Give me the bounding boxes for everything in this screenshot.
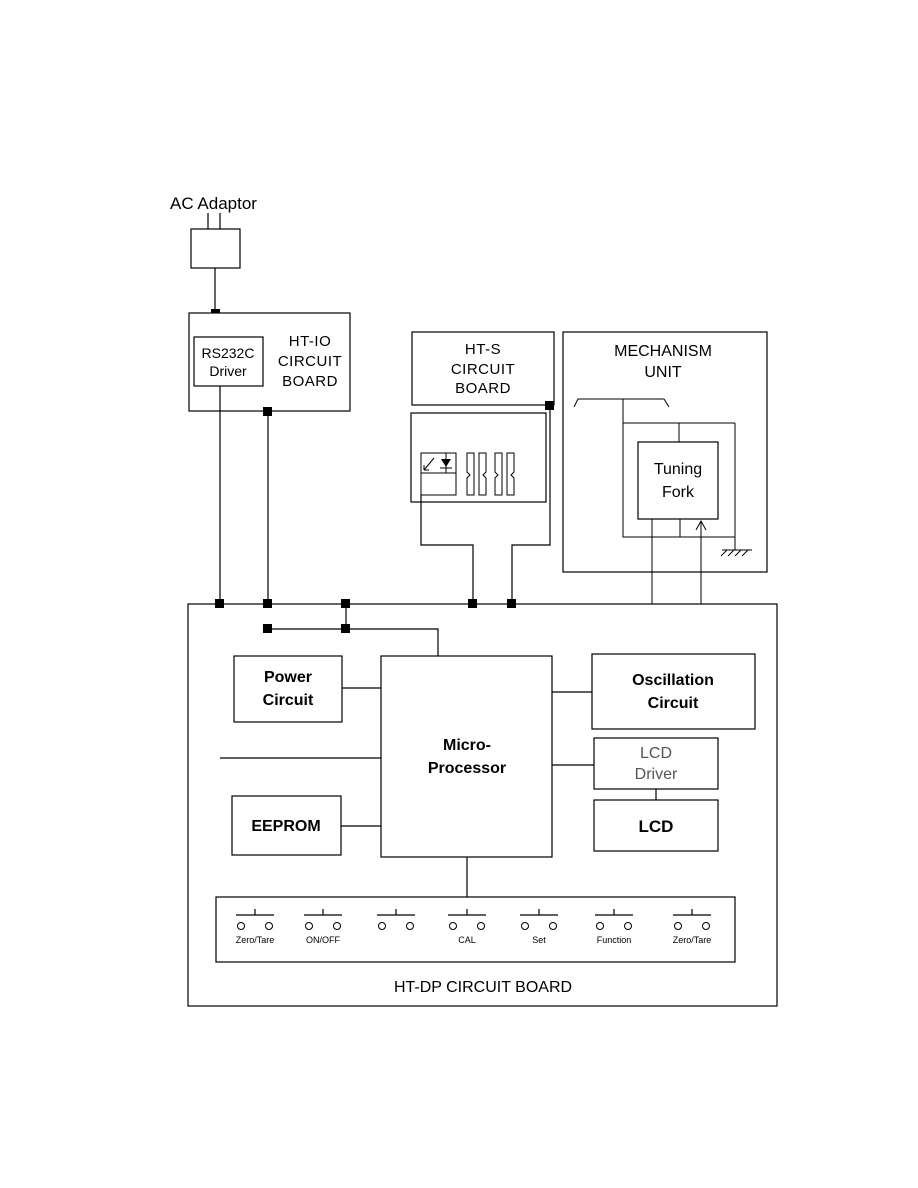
ac-adaptor-label: AC Adaptor — [170, 194, 257, 213]
switch-group: Zero/Tare ON/OFF CAL Set Function Zero/Tare — [236, 909, 712, 945]
mechanism-label: MECHANISM — [614, 343, 712, 360]
lcd-driver-label: LCD — [640, 745, 672, 762]
switch-label: Zero/Tare — [673, 935, 712, 945]
ht-s-board — [411, 331, 555, 406]
ht-s-label: HT-S — [465, 341, 501, 358]
oscillation-circuit-box — [591, 653, 756, 730]
ac-adaptor-box — [190, 228, 241, 269]
tuning-fork-box — [637, 441, 719, 520]
push-switch: Zero/Tare — [236, 909, 275, 945]
eeprom-box — [231, 795, 342, 856]
slot-shape — [506, 452, 515, 496]
mechanism-label-2: UNIT — [644, 364, 682, 381]
connector-node — [263, 624, 272, 633]
tuning-fork-label: Tuning — [654, 461, 702, 478]
push-switch — [377, 909, 415, 930]
ht-io-label-3: BOARD — [282, 373, 338, 390]
switch-label: Function — [597, 935, 632, 945]
slot-shape — [494, 452, 503, 496]
switch-panel — [215, 896, 736, 963]
ht-io-label: HT-IO — [289, 333, 332, 350]
push-switch: ON/OFF — [304, 909, 342, 945]
connector-node — [468, 599, 477, 608]
oscillation-circuit-label-2: Circuit — [648, 695, 699, 712]
lcd-driver-label-2: Driver — [635, 766, 678, 783]
power-circuit-label: Power — [264, 669, 312, 686]
microprocessor-label: Micro- — [443, 737, 491, 754]
switch-label: ON/OFF — [306, 935, 340, 945]
push-switch: Zero/Tare — [673, 909, 712, 945]
power-circuit-box — [233, 655, 343, 723]
rs232c-driver-box — [193, 336, 264, 387]
power-circuit-label-2: Circuit — [263, 692, 314, 709]
photo-interrupter — [420, 452, 457, 496]
switch-label: Zero/Tare — [236, 935, 275, 945]
lcd-label: LCD — [639, 817, 674, 836]
connector-node — [507, 599, 516, 608]
push-switch: Set — [520, 909, 558, 945]
ht-s-label-3: BOARD — [455, 380, 511, 397]
push-switch: CAL — [448, 909, 486, 945]
ht-io-label-2: CIRCUIT — [278, 353, 342, 370]
connector-node — [341, 599, 350, 608]
lcd-box — [593, 799, 719, 852]
microprocessor-box — [380, 655, 553, 858]
eeprom-label: EEPROM — [251, 818, 320, 835]
ht-dp-label: HT-DP CIRCUIT BOARD — [394, 979, 572, 996]
rs232c-driver-label: RS232C — [202, 345, 255, 361]
microprocessor-label-2: Processor — [428, 760, 506, 777]
switch-label: Set — [532, 935, 546, 945]
ht-s-label-2: CIRCUIT — [451, 361, 515, 378]
connector-node — [215, 599, 224, 608]
connector-node — [263, 599, 272, 608]
lcd-driver-box — [593, 737, 719, 790]
push-switch: Function — [595, 909, 633, 945]
oscillation-circuit-label: Oscillation — [632, 672, 714, 689]
tuning-fork-label-2: Fork — [662, 484, 695, 501]
slot-shape — [478, 452, 487, 496]
connector-node — [545, 401, 554, 410]
connector-node — [263, 407, 272, 416]
connector-node — [341, 624, 350, 633]
rs232c-driver-label-2: Driver — [209, 363, 247, 379]
switch-label: CAL — [458, 935, 476, 945]
slot-shape — [466, 452, 475, 496]
pan-support — [573, 398, 670, 408]
